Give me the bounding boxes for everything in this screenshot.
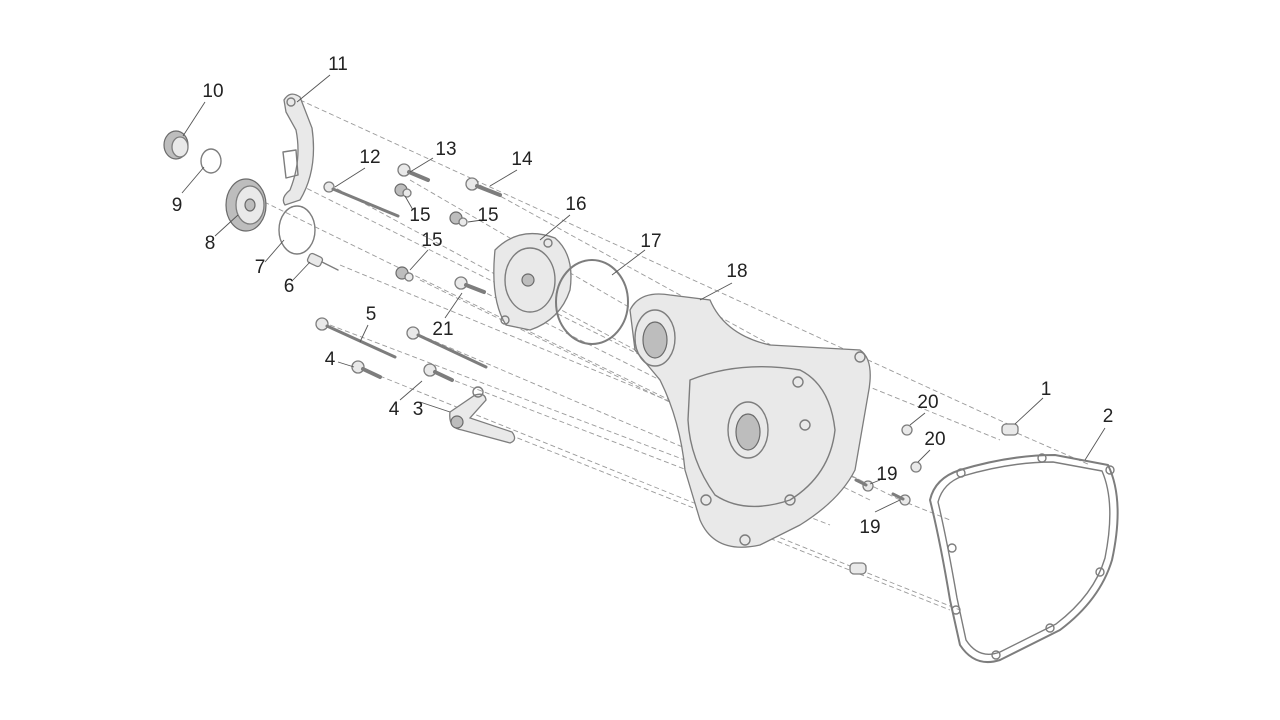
callout-10: 10 [202, 81, 223, 102]
callout-5: 5 [366, 304, 377, 325]
callout-2: 2 [1103, 406, 1114, 427]
callout-15-b: 15 [477, 205, 498, 226]
callout-8: 8 [205, 233, 216, 254]
callout-19-b: 19 [859, 517, 880, 538]
part-15-washer-a [394, 183, 412, 198]
dowel-pins [849, 423, 1019, 575]
part-6-bolt [306, 252, 339, 271]
part-18-side-cover [629, 293, 871, 548]
callout-3: 3 [413, 399, 424, 420]
part-21-bolt [454, 276, 486, 294]
part-3-arm [449, 386, 516, 444]
leader-lines [181, 74, 1106, 513]
callout-15-c: 15 [421, 230, 442, 251]
callout-12: 12 [359, 147, 380, 168]
callout-11: 11 [328, 54, 348, 75]
callout-13: 13 [435, 139, 456, 160]
part-9-o-ring [200, 148, 222, 174]
callout-19-a: 19 [876, 464, 897, 485]
part-12-long-bolt [323, 181, 400, 218]
part-8-impeller [225, 178, 267, 232]
part-15-washer-b [449, 211, 468, 227]
part-5-long-bolts [315, 317, 488, 369]
part-16-pump-cover [493, 232, 572, 331]
callout-17: 17 [640, 231, 661, 252]
part-13-bolt [397, 163, 430, 182]
callouts: 10 9 8 11 7 6 12 13 14 15 15 15 16 17 18… [172, 54, 1114, 538]
part-17-gasket-ring [555, 259, 629, 345]
callout-14: 14 [511, 149, 533, 170]
part-15-washer-c [395, 266, 414, 282]
part-20-bolts [901, 424, 922, 473]
callout-4-a: 4 [325, 349, 336, 370]
callout-16: 16 [565, 194, 586, 215]
part-14-bolt [465, 177, 502, 197]
callout-18: 18 [726, 261, 747, 282]
callout-21: 21 [432, 319, 453, 340]
callout-20-a: 20 [917, 392, 938, 413]
callout-1: 1 [1041, 379, 1052, 400]
part-7-o-ring [278, 205, 316, 255]
callout-6: 6 [284, 276, 295, 297]
part-4-bolts [351, 360, 454, 382]
callout-9: 9 [172, 195, 183, 216]
part-11-bracket [282, 93, 315, 206]
part-2-gasket [929, 453, 1119, 664]
part-19-bolts [854, 478, 911, 506]
callout-15-a: 15 [409, 205, 430, 226]
part-10-cap [163, 130, 189, 160]
callout-4-b: 4 [389, 399, 400, 420]
callout-20-b: 20 [924, 429, 945, 450]
callout-7: 7 [255, 257, 266, 278]
